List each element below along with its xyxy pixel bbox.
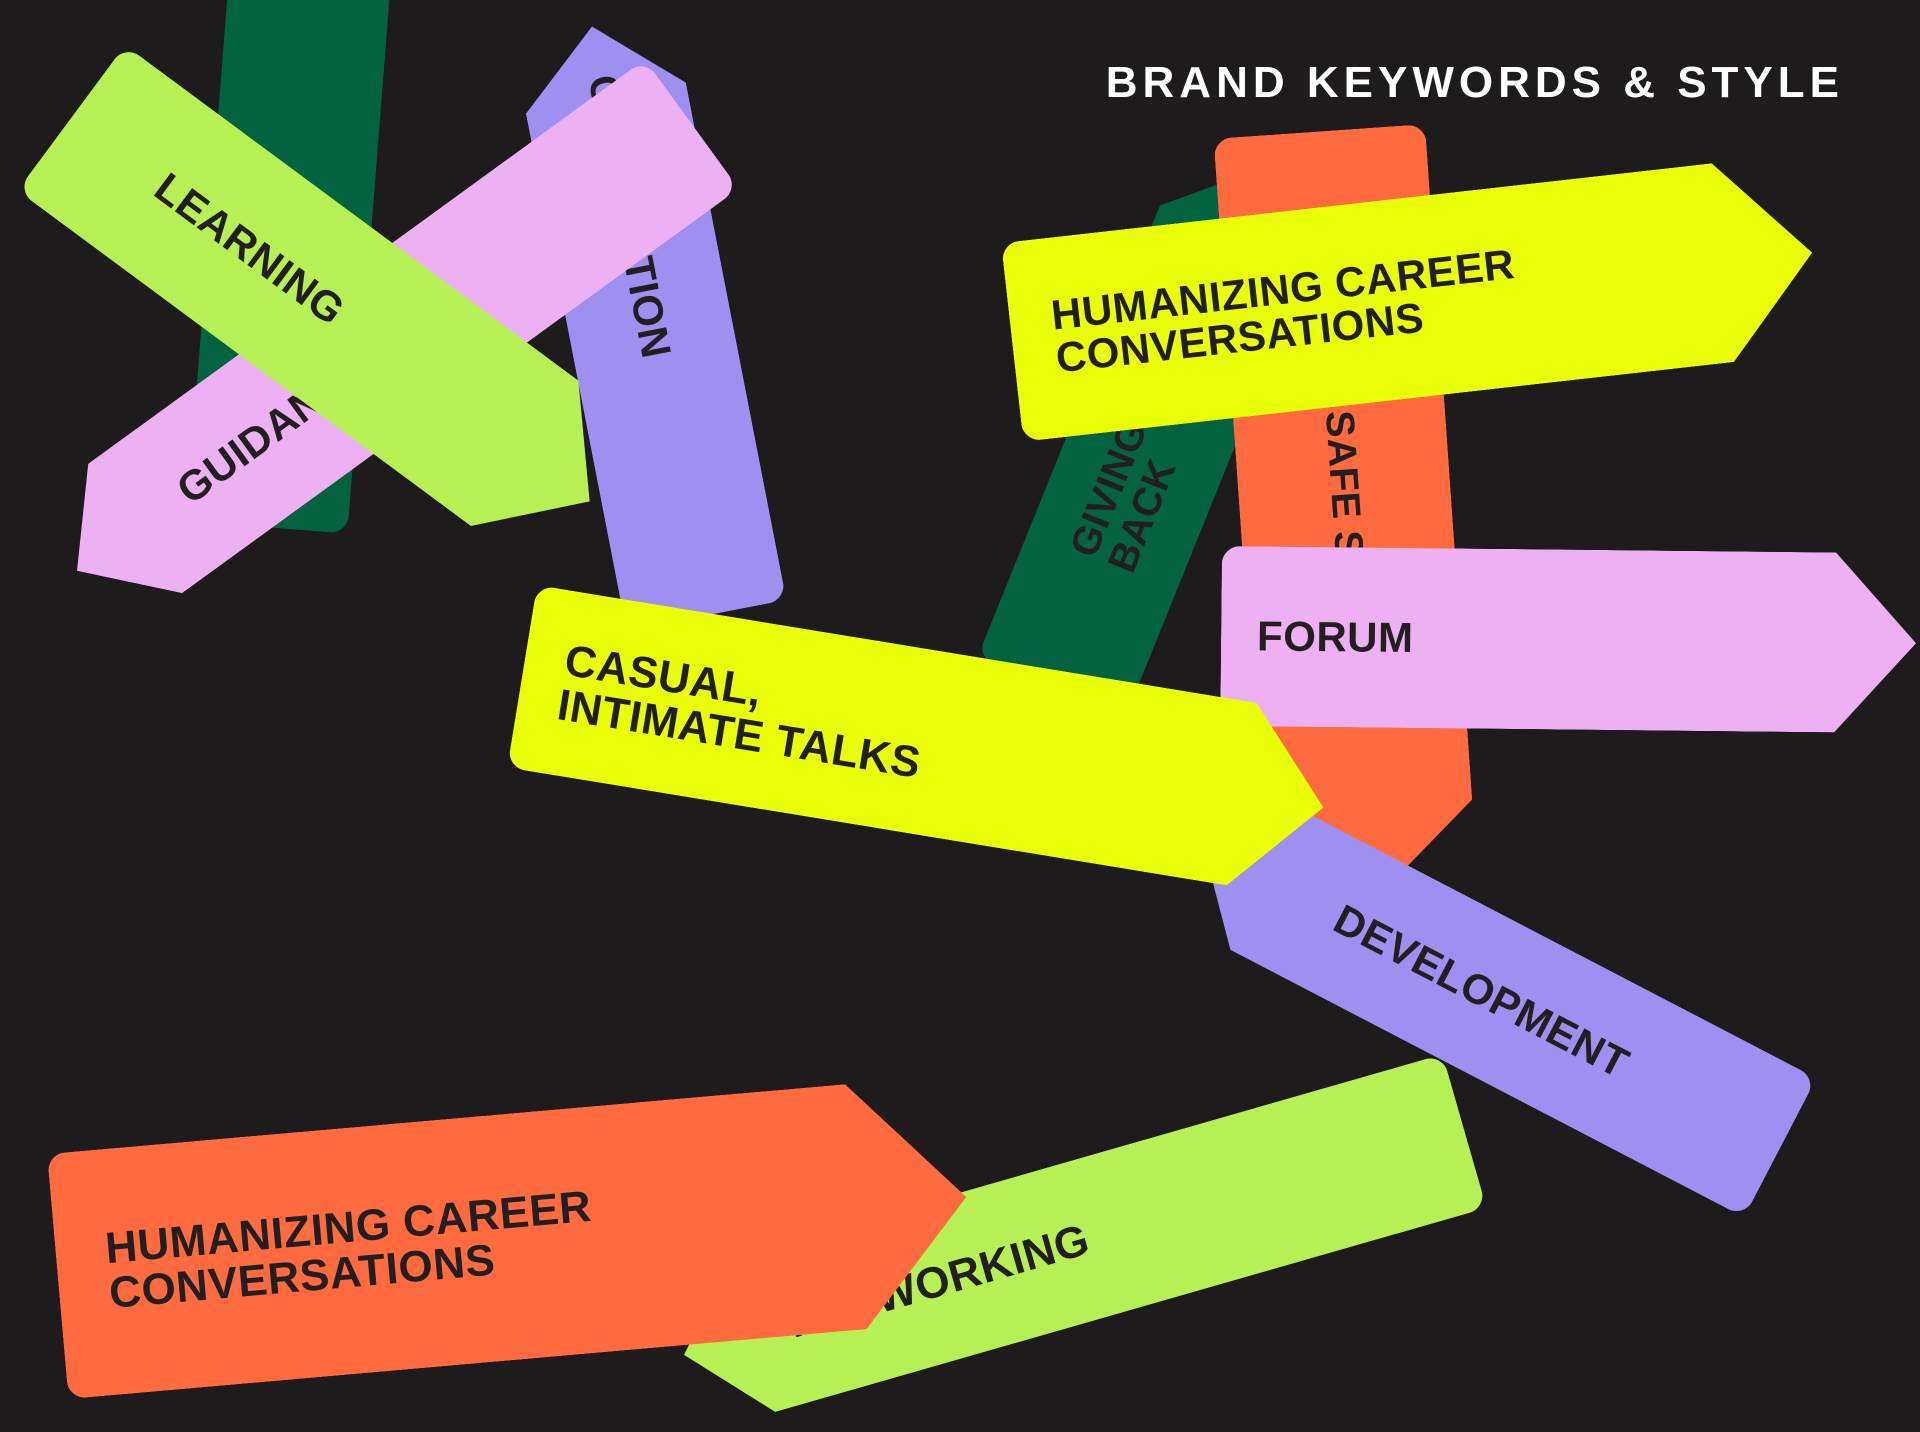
page-title: BRAND KEYWORDS & STYLE (1105, 58, 1844, 107)
keyword-sign-casual-talks: CASUAL,INTIMATE TALKS (507, 585, 1338, 899)
keyword-signpost-collage: SHARINGCONNECTIONGUIDANCEGIVINGBACKSAFE … (0, 0, 1920, 1280)
keyword-sign-forum: FORUM (1220, 546, 1917, 733)
keyword-label: FORUM (1256, 611, 1414, 661)
